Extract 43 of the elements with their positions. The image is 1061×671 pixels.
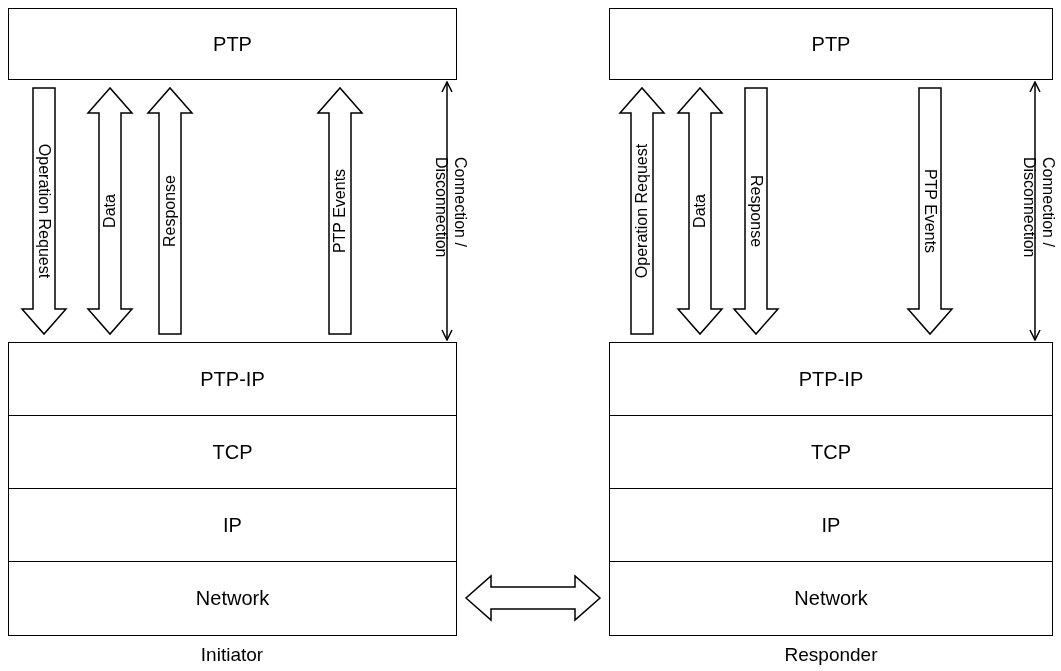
edge-label: Connection / Disconnection: [1020, 157, 1059, 260]
layer-label: TCP: [212, 440, 253, 464]
edge-label: Response: [160, 175, 180, 247]
layer-box: [8, 415, 457, 489]
edge-label: Response: [746, 175, 766, 247]
edge-label: PTP Events: [920, 168, 940, 254]
layer-box: [609, 415, 1053, 489]
layer-label: Network: [794, 587, 868, 610]
edge-label: Operation Request: [34, 143, 54, 279]
layer-label: PTP-IP: [200, 367, 265, 391]
layer-label: TCP: [811, 440, 851, 464]
layer-box: [8, 342, 457, 416]
block-arrow: [618, 86, 666, 335]
block-arrow: [906, 87, 954, 336]
edge-label: Operation Request: [632, 143, 652, 279]
edge-label: Data: [100, 194, 120, 228]
stack-caption: Initiator: [200, 644, 264, 666]
block-arrow: [86, 86, 134, 336]
block-arrow: [464, 574, 602, 622]
layer-box: [8, 561, 457, 636]
double-arrow: [1029, 81, 1041, 341]
layer-label: PTP: [213, 32, 252, 56]
layer-label: PTP-IP: [798, 367, 864, 391]
stack-caption: Responder: [784, 644, 878, 666]
edge-label: Data: [690, 194, 710, 228]
edge-label: Connection / Disconnection: [432, 157, 471, 260]
edge-label: PTP Events: [330, 168, 350, 254]
layer-label: Network: [195, 587, 270, 610]
layer-box: [609, 488, 1053, 562]
layer-box: [609, 561, 1053, 636]
layer-label: IP: [223, 513, 242, 537]
layer-box: [609, 8, 1053, 80]
block-arrow: [316, 86, 364, 335]
layer-label: PTP: [811, 32, 851, 56]
layer-box: [609, 342, 1053, 416]
double-arrow: [441, 81, 453, 341]
layer-box: [8, 488, 457, 562]
layer-label: IP: [821, 513, 841, 537]
block-arrow: [146, 86, 194, 335]
layer-box: [8, 8, 457, 80]
block-arrow: [20, 87, 68, 336]
block-arrow: [732, 87, 780, 336]
block-arrow: [676, 86, 724, 336]
